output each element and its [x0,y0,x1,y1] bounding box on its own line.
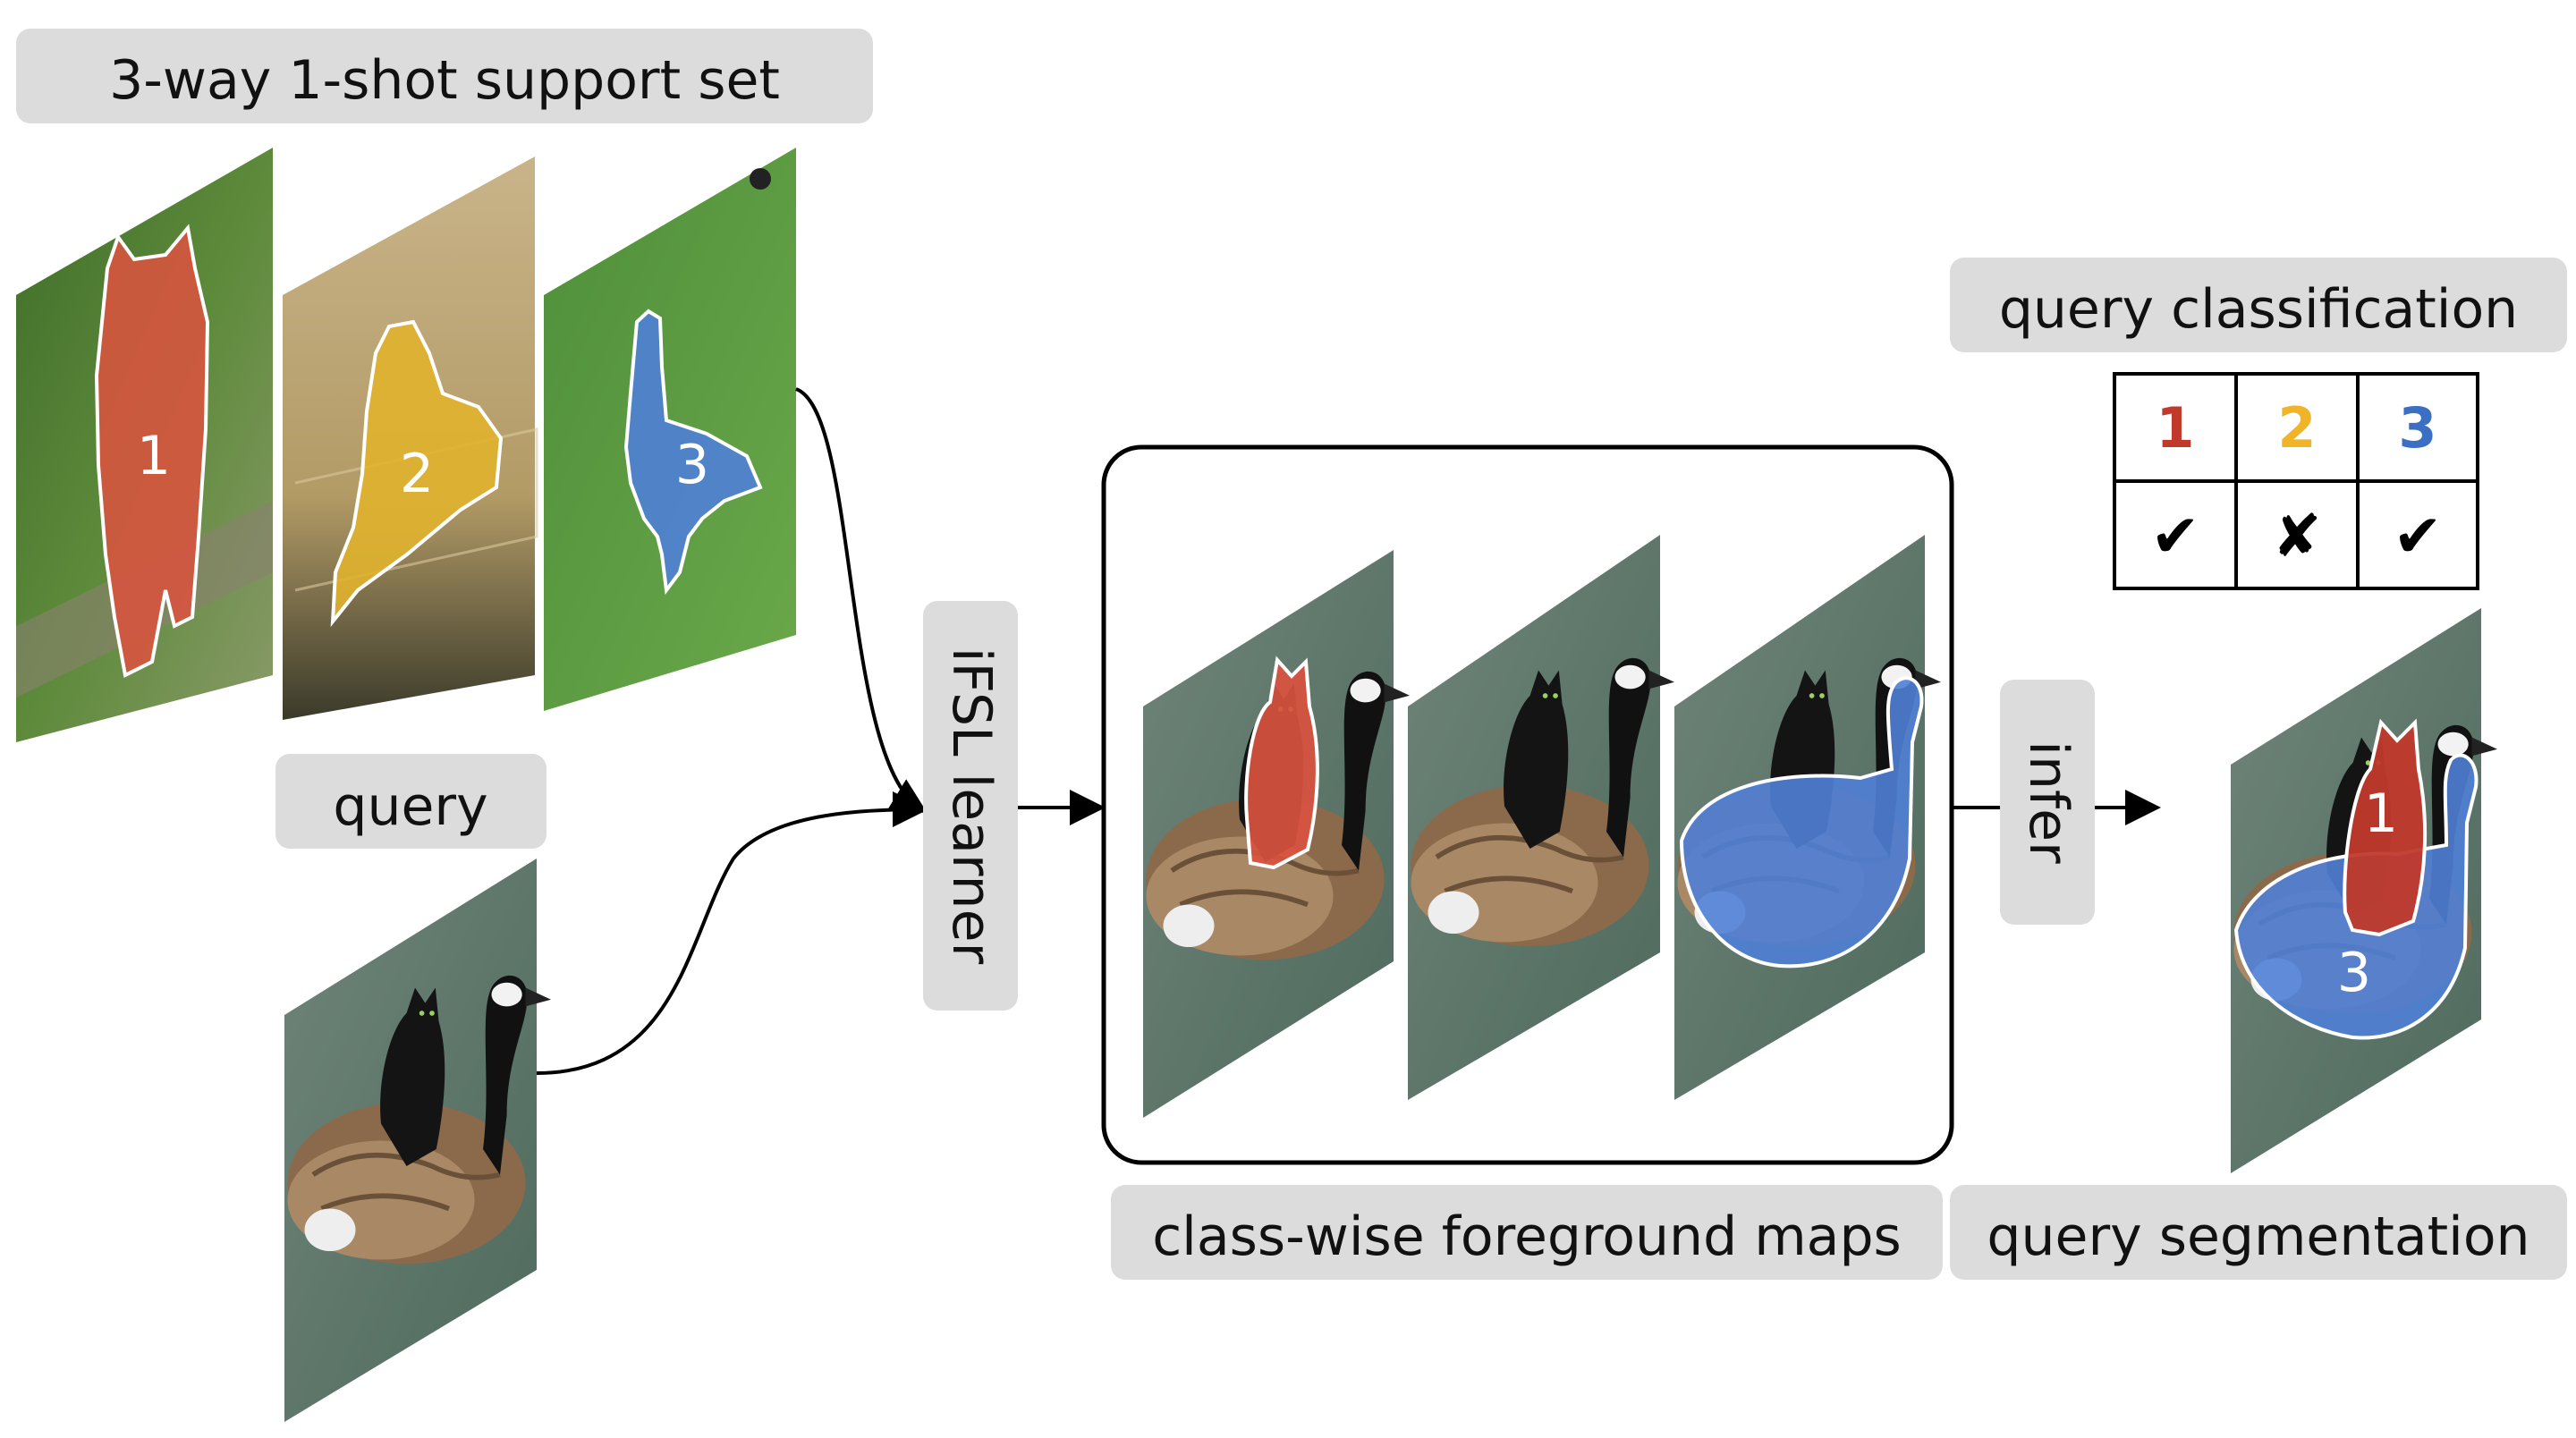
arrow-query-to-learner [536,791,928,1075]
infer-block: infer [2000,680,2095,925]
map-1-mask-cat [1244,656,1319,870]
class-result-2: ✘ [2272,502,2321,571]
query-classification-label-text: query classification [1999,278,2518,341]
infer-text: infer [2017,740,2080,864]
foreground-map-2 [1408,535,1674,1100]
support-image-1: 1 [16,148,273,742]
segmentation-label-3: 3 [2337,942,2371,1004]
segmentation-mask-cat [2343,718,2428,937]
class-header-3: 3 [2398,395,2436,461]
query-image [284,859,551,1422]
query-label-text: query [333,775,487,838]
query-classification-label: query classification [1950,258,2567,352]
support-set-label: 3-way 1-shot support set [16,29,873,123]
support-image-3: 3 [544,148,796,711]
mask-class-1 [94,224,210,678]
support-set-label-text: 3-way 1-shot support set [109,49,780,112]
foreground-maps-label: class-wise foreground maps [1111,1185,1943,1280]
map-3-mask-goose [1679,676,1924,969]
support-image-2: 2 [283,156,538,720]
query-segmentation-label-text: query segmentation [1987,1205,2529,1268]
class-result-3: ✔ [2393,502,2442,571]
foreground-maps-box [1101,444,1954,1165]
foreground-maps-label-text: class-wise foreground maps [1152,1205,1902,1268]
mask-label-3: 3 [675,434,709,496]
mask-class-2 [330,319,504,628]
mask-label-1: 1 [137,425,171,487]
classification-table: 1 2 3 ✔ ✘ ✔ [2113,372,2479,590]
class-header-1: 1 [2156,395,2194,461]
ifsl-learner-text: iFSL learner [940,647,1003,965]
query-segmentation-label: query segmentation [1950,1185,2567,1280]
mask-class-3 [623,309,763,596]
foreground-map-3 [1674,535,1941,1100]
class-header-2: 2 [2277,395,2316,461]
class-result-1: ✔ [2150,502,2199,571]
query-segmentation-image: 1 3 [2231,608,2497,1173]
query-label: query [275,754,547,849]
arrow-support-to-learner [795,387,928,814]
mask-label-2: 2 [400,443,434,505]
ifsl-learner-block: iFSL learner [923,601,1018,1011]
foreground-map-1 [1143,550,1410,1118]
segmentation-label-1: 1 [2364,782,2398,845]
